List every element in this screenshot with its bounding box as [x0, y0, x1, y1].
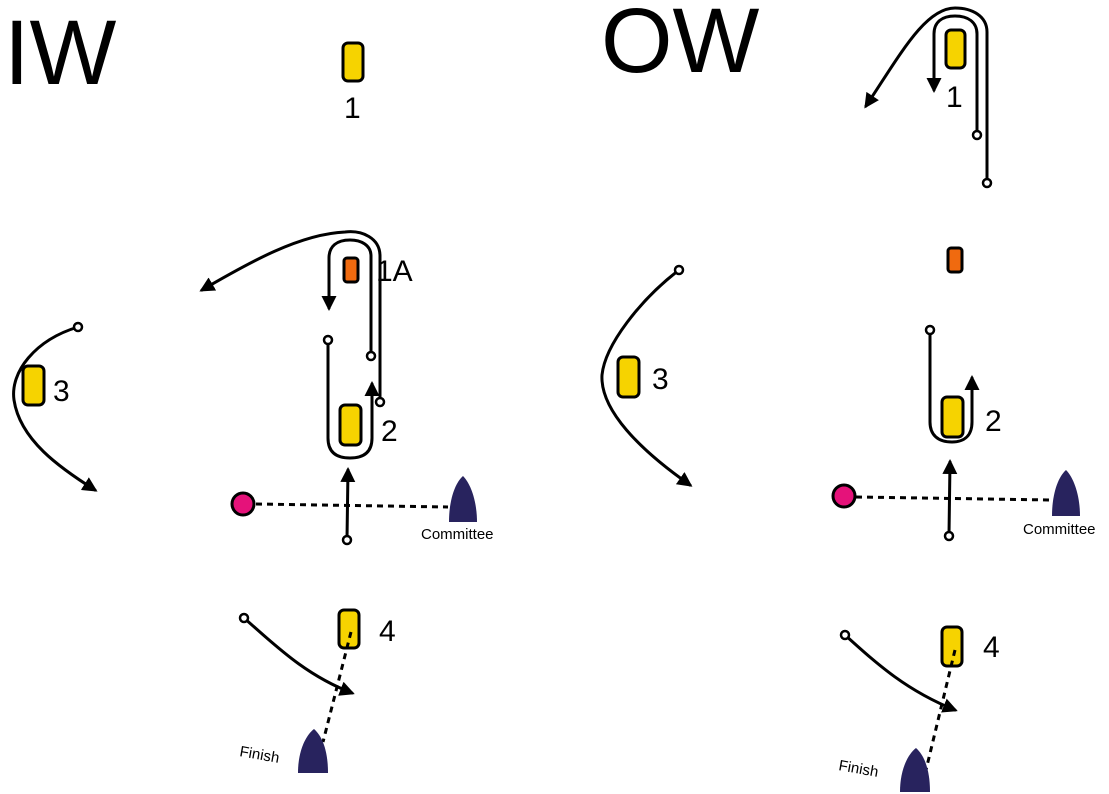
inner-mark-1-label: 1 — [344, 92, 361, 125]
inner-mark-4 — [337, 608, 361, 650]
outer-finish-boat-icon — [900, 748, 930, 792]
outer-leg-3-route — [600, 268, 693, 487]
outer-mark-1 — [944, 28, 967, 70]
outer-pin-buoy — [831, 483, 857, 509]
outer-mark-2 — [940, 395, 965, 439]
inner-inner-loop-route — [321, 238, 373, 358]
outer-leg-4-start-icon — [839, 629, 851, 641]
outer-mark-1-label: 1 — [946, 81, 963, 114]
outer-loop-2-route — [928, 328, 980, 444]
inner-mark-2 — [338, 403, 363, 447]
inner-committee-boat-icon — [449, 476, 477, 522]
inner-mark-1 — [341, 41, 365, 83]
outer-finish-label: Finish — [837, 757, 879, 781]
inner-finish-boat-icon — [298, 729, 328, 773]
outer-finish-line — [924, 649, 957, 771]
outer-rounding-1-route — [864, 6, 989, 185]
inner-leg-4-route — [242, 616, 355, 696]
inner-start-route-start-icon — [341, 534, 353, 546]
inner-rounding-1a-start-icon — [374, 396, 386, 408]
outer-mark-4-label: 4 — [983, 631, 1000, 664]
outer-course: OW 1 2 3 Committee 4 — [600, 0, 1096, 792]
outer-mark-3-label: 3 — [652, 363, 669, 396]
outer-title: OW — [601, 0, 760, 92]
inner-mark-3 — [21, 364, 46, 407]
outer-mark-4 — [940, 625, 964, 668]
outer-start-line — [855, 495, 1053, 502]
inner-mark-1a — [342, 256, 360, 284]
outer-rounding-1-start-icon — [981, 177, 993, 189]
outer-loop-2-start-icon — [924, 324, 936, 336]
outer-committee-label: Committee — [1023, 521, 1096, 538]
outer-committee-boat-icon — [1052, 470, 1080, 516]
outer-start-route-start-icon — [943, 530, 955, 542]
outer-mark-3 — [616, 355, 641, 399]
inner-title: IW — [4, 2, 117, 104]
outer-leg-3-start-icon — [673, 264, 685, 276]
inner-inner-loop-start-icon — [365, 350, 377, 362]
inner-course: IW 1 1A 2 3 Committee 4 — [4, 2, 494, 773]
inner-leg-3-route — [12, 325, 98, 492]
inner-leg-3-start-icon — [72, 321, 84, 333]
outer-mark-1a — [946, 246, 964, 274]
outer-leg-4-route — [843, 633, 958, 713]
inner-mark-2-label: 2 — [381, 415, 398, 448]
inner-mark-3-label: 3 — [53, 375, 70, 408]
inner-loop-2-route — [326, 338, 380, 460]
inner-loop-2-start-icon — [322, 334, 334, 346]
outer-inner-loop-start-icon — [971, 129, 983, 141]
inner-leg-4-start-icon — [238, 612, 250, 624]
outer-mark-2-label: 2 — [985, 405, 1002, 438]
inner-rounding-1a-route — [199, 230, 382, 404]
inner-mark-1a-label: 1A — [376, 255, 413, 288]
inner-mark-4-label: 4 — [379, 615, 396, 648]
outer-start-route — [942, 459, 958, 537]
inner-pin-buoy — [230, 491, 256, 517]
outer-inner-loop-route — [926, 14, 979, 137]
inner-finish-label: Finish — [238, 743, 280, 767]
inner-committee-label: Committee — [421, 526, 494, 543]
inner-start-route — [340, 467, 356, 541]
inner-start-line — [255, 502, 449, 509]
inner-finish-line — [321, 631, 353, 743]
